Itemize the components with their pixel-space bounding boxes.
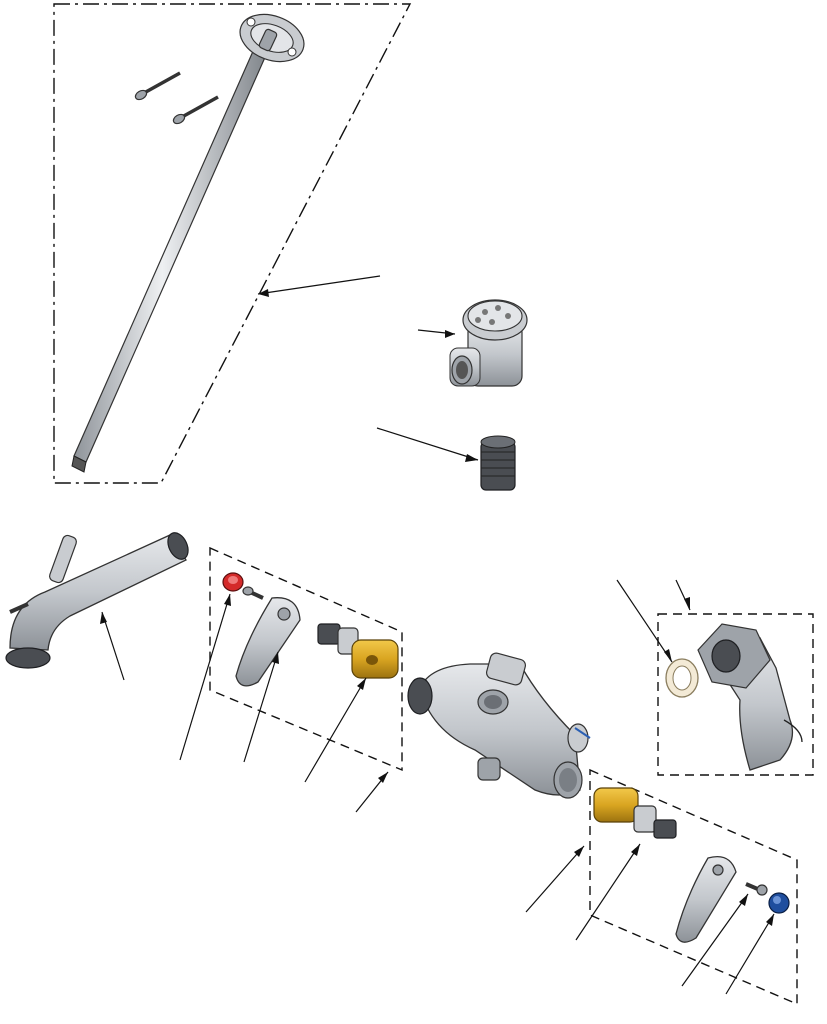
- leader-washer: [616, 579, 673, 663]
- valve-body-icon: [407, 652, 591, 799]
- swing-spout: [5, 532, 189, 669]
- leader-spout: [101, 611, 125, 681]
- screw-icon: [172, 95, 219, 125]
- washer: [665, 658, 699, 698]
- screw-icon: [745, 882, 768, 896]
- cold-index-button: [768, 892, 790, 914]
- screw-icon: [134, 71, 181, 101]
- screw-icon: [242, 586, 264, 600]
- leader-cold-cartridge: [575, 843, 641, 941]
- leader-cold-handle-group: [525, 845, 585, 913]
- hot-lever-handle: [235, 597, 301, 687]
- upper-rod-with-flange: [71, 13, 305, 473]
- mounting-screws: [134, 71, 219, 125]
- elbow-with-nut: [697, 623, 803, 771]
- cartridge-icon: [593, 787, 677, 839]
- leader-hot-cartridge: [304, 677, 367, 783]
- cold-cartridge: [593, 787, 677, 839]
- hot-handle-screw: [242, 586, 264, 600]
- nipple-icon: [480, 435, 516, 491]
- leader-nipple: [376, 427, 479, 461]
- leader-upper-assembly: [257, 275, 381, 295]
- index-button-icon: [222, 572, 244, 592]
- hot-cartridge: [317, 623, 399, 679]
- vacuum-breaker-icon: [449, 299, 528, 387]
- elbow-icon: [697, 623, 803, 771]
- leader-hot-index-button: [179, 593, 231, 761]
- hot-index-button: [222, 572, 244, 592]
- hot-handle-group-boundary: [209, 546, 403, 772]
- spout-icon: [5, 532, 189, 669]
- cold-handle-screw: [745, 882, 768, 896]
- upper-assembly-boundary: [53, 3, 412, 484]
- index-button-icon: [768, 892, 790, 914]
- leader-hot-lever-handle: [243, 651, 279, 763]
- lever-handle-icon: [675, 855, 737, 943]
- leader-cold-index-button: [725, 913, 775, 995]
- cartridge-icon: [317, 623, 399, 679]
- valve-body: [407, 652, 591, 799]
- cold-lever-handle: [675, 855, 737, 943]
- leader-cold-handle-screw: [681, 893, 749, 987]
- vacuum-breaker: [449, 299, 528, 387]
- elbow-group-boundary: [657, 613, 814, 776]
- cold-handle-group-boundary: [589, 768, 798, 1006]
- washer-icon: [665, 658, 699, 698]
- rod-icon: [71, 39, 271, 473]
- lever-handle-icon: [235, 597, 301, 687]
- threaded-nipple: [480, 435, 516, 491]
- flange-icon: [239, 13, 305, 63]
- leader-lines: [100, 275, 775, 995]
